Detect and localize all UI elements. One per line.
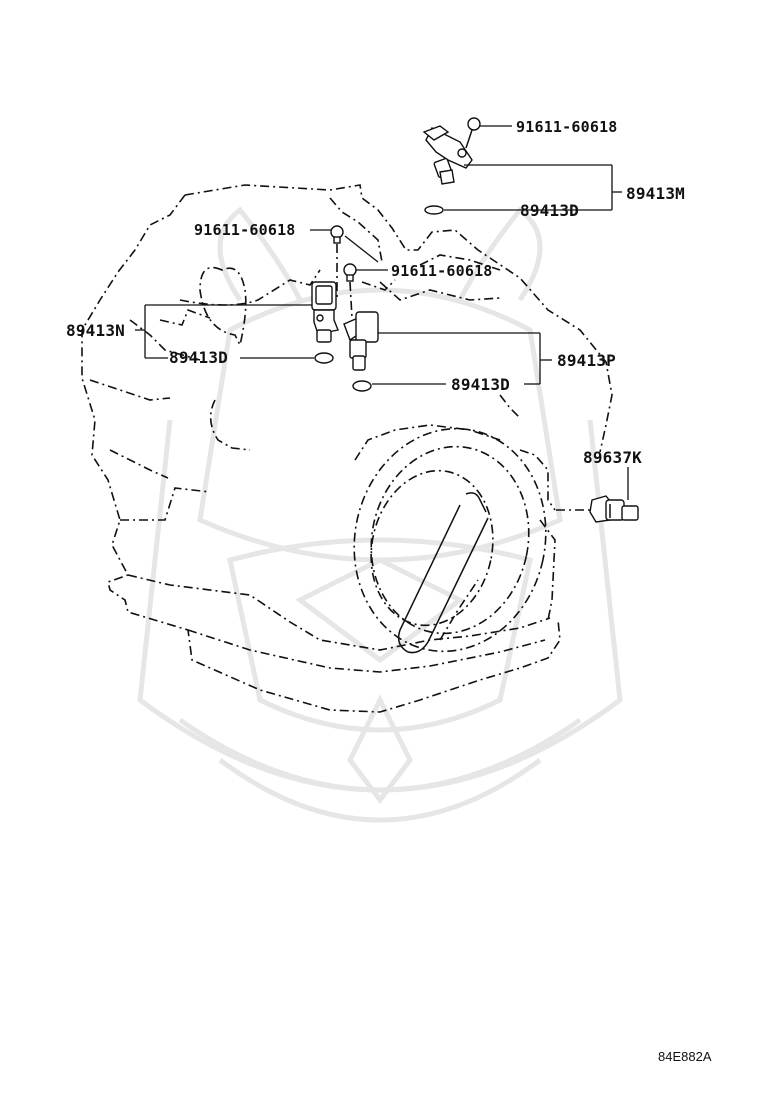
callout-oring-p: 89413D xyxy=(451,375,510,394)
bolt-left[interactable] xyxy=(330,225,344,300)
callout-sensor-n: 89413N xyxy=(66,321,125,340)
callout-bolt-left: 91611-60618 xyxy=(194,221,296,239)
oring-m[interactable] xyxy=(424,205,444,215)
leader-lines xyxy=(135,125,629,500)
reference-code: 84E882A xyxy=(658,1049,712,1064)
watermark-emblem xyxy=(137,206,623,823)
callout-sensor-p: 89413P xyxy=(557,351,616,370)
callout-sensor-k: 89637K xyxy=(583,448,642,467)
transmission-housing-outline xyxy=(81,184,613,713)
callout-bolt-mid: 91611-60618 xyxy=(391,262,493,280)
callout-oring-n: 89413D xyxy=(169,348,228,367)
sensor-89413n[interactable] xyxy=(311,281,339,343)
callout-bolt-top: 91611-60618 xyxy=(516,118,618,136)
oring-n[interactable] xyxy=(314,352,334,364)
callout-sensor-m: 89413M xyxy=(626,184,685,203)
sensor-89637k[interactable] xyxy=(556,495,639,523)
sensor-89413m[interactable] xyxy=(422,125,473,185)
oring-p[interactable] xyxy=(352,380,372,392)
bolt-top[interactable] xyxy=(465,117,481,149)
sensor-89413p[interactable] xyxy=(343,311,379,371)
bolt-mid[interactable] xyxy=(343,263,357,319)
callout-oring-m: 89413D xyxy=(520,201,579,220)
